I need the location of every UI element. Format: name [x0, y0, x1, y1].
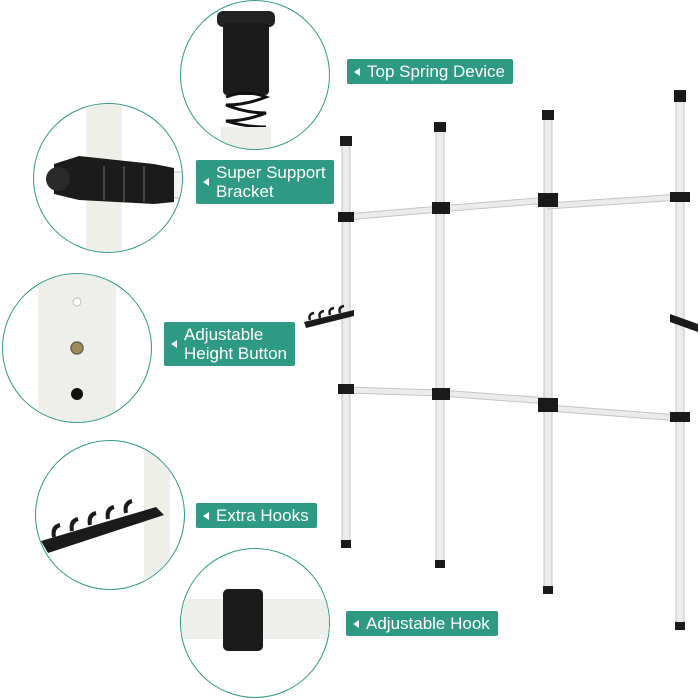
- arrow-left-icon: [171, 340, 177, 348]
- arrow-left-icon: [203, 511, 209, 520]
- pole-clamp-icon: [181, 589, 329, 651]
- top-spring-label: Top Spring Device: [347, 59, 513, 84]
- extra-hooks-detail: [35, 440, 185, 590]
- bracket-icon: [46, 104, 182, 252]
- height-button-label: Adjustable Height Button: [164, 322, 296, 366]
- support-bracket-label: Super Support Bracket: [196, 160, 334, 204]
- arrow-left-icon: [203, 178, 209, 186]
- spring-cap-icon: [217, 11, 275, 149]
- support-bracket-detail: [33, 103, 183, 253]
- adjustable-hook-detail: [180, 548, 330, 698]
- arrow-left-icon: [353, 619, 359, 628]
- rack-icon: [304, 90, 698, 630]
- hook-bar-icon: [41, 441, 170, 589]
- garment-rack-illustration: [290, 80, 700, 640]
- height-button-detail: [2, 273, 152, 423]
- adjustable-hook-label: Adjustable Hook: [346, 611, 498, 636]
- arrow-left-icon: [354, 67, 360, 76]
- top-spring-detail: [180, 0, 330, 150]
- pole-button-icon: [38, 274, 116, 422]
- extra-hooks-label: Extra Hooks: [196, 503, 317, 528]
